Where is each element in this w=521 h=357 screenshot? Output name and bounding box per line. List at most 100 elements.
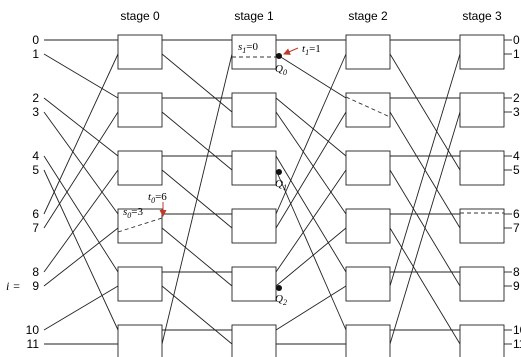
switch-box-s1-b0 (231, 34, 277, 70)
input-wire-2 (43, 97, 119, 157)
switch-box-s3-b5 (459, 324, 505, 357)
input-wire-5 (43, 169, 119, 331)
stage2-wire-7 (389, 227, 461, 345)
input-wire-8 (43, 169, 119, 273)
stage1-wire-4 (275, 155, 347, 273)
left-label-11: 11 (27, 337, 40, 351)
q0-label: Q0 (275, 63, 287, 77)
switch-box-s1-b1 (231, 92, 277, 128)
input-wire-10 (43, 285, 119, 331)
q1-label: Q1 (275, 178, 287, 192)
stage1-wire-2 (275, 97, 347, 157)
left-label-10: 10 (26, 323, 40, 337)
wires (43, 39, 512, 345)
stage1-wire-7 (275, 111, 347, 229)
left-label-2: 2 (32, 91, 39, 105)
left-label-8: 8 (32, 265, 39, 279)
switch-box-s2-b3 (345, 208, 391, 244)
switch-box-s2-b5 (345, 324, 391, 357)
right-label-9: 9 (513, 279, 520, 293)
switch-box-s2-b0 (345, 34, 391, 70)
input-wire-9 (43, 227, 119, 287)
stage0-wire-7 (161, 227, 233, 287)
switch-box-s1-b4 (231, 266, 277, 302)
stage2-wire-11 (389, 111, 461, 345)
switch-box-s2-b4 (345, 266, 391, 302)
stage1-wire-10 (275, 285, 347, 331)
switch-box-s1-b2 (231, 150, 277, 186)
stage-0-label: stage 0 (120, 9, 160, 23)
s0-annotation: s0=3 (123, 206, 143, 220)
right-label-1: 1 (513, 47, 520, 61)
stage1-wire-1 (275, 53, 347, 99)
input-wire-6 (43, 53, 119, 215)
left-label-5: 5 (32, 163, 39, 177)
input-wire-7 (43, 111, 119, 229)
stage0-wire-9 (161, 285, 233, 345)
dashed-link-stage0-box3 (117, 217, 163, 233)
left-label-6: 6 (32, 207, 39, 221)
stage0-wire-1 (161, 53, 233, 113)
left-label-7: 7 (32, 221, 39, 235)
stage1-wire-6 (275, 53, 347, 215)
switch-box-s1-b5 (231, 324, 277, 357)
switch-box-s2-b2 (345, 150, 391, 186)
switch-box-s0-b4 (117, 266, 163, 302)
left-label-9: 9 (32, 279, 39, 293)
stage0-wire-11 (161, 53, 233, 345)
right-label-2: 2 (513, 91, 520, 105)
stage1-wire-3 (275, 111, 347, 215)
i-equals-label: i = (6, 279, 20, 293)
right-label-4: 4 (513, 149, 520, 163)
t1-annotation: t1=1 (302, 43, 321, 57)
switch-box-s3-b3 (459, 208, 505, 244)
right-label-10: 10 (513, 323, 521, 337)
q1-point (276, 169, 282, 175)
switch-box-s3-b0 (459, 34, 505, 70)
switch-box-s2-b1 (345, 92, 391, 128)
switch-box-s3-b4 (459, 266, 505, 302)
q0-point (276, 53, 282, 59)
t0-annotation: t0=6 (148, 191, 167, 205)
stage2-wire-9 (389, 53, 461, 287)
switch-box-s0-b5 (117, 324, 163, 357)
left-labels: 0 1 2 3 4 5 6 7 8 9 10 11 (26, 33, 40, 351)
switch-box-s0-b0 (117, 34, 163, 70)
switch-box-s0-b1 (117, 92, 163, 128)
stage0-wire-3 (161, 111, 233, 171)
left-label-0: 0 (32, 33, 39, 47)
stage-3-label: stage 3 (462, 9, 502, 23)
left-label-1: 1 (32, 47, 39, 61)
q2-point (276, 285, 282, 291)
stage-1-label: stage 1 (234, 9, 274, 23)
stage1-wire-5 (275, 169, 347, 331)
right-label-6: 6 (513, 207, 520, 221)
stage-2-label: stage 2 (348, 9, 388, 23)
switch-box-s3-b1 (459, 92, 505, 128)
right-label-3: 3 (513, 105, 520, 119)
stage1-wire-9 (275, 227, 347, 287)
switch-box-s0-b2 (117, 150, 163, 186)
switch-box-s3-b2 (459, 150, 505, 186)
stage2-wire-1 (389, 53, 461, 171)
left-label-3: 3 (32, 105, 39, 119)
switch-box-s0-b3 (117, 208, 163, 244)
input-wire-4 (43, 155, 119, 273)
dashed-link-stage2-box1 (345, 96, 391, 118)
right-label-5: 5 (513, 163, 520, 177)
right-label-8: 8 (513, 265, 520, 279)
right-label-7: 7 (513, 221, 520, 235)
switch-box-s1-b3 (231, 208, 277, 244)
right-labels: 0 1 2 3 4 5 6 7 8 9 10 11 (513, 33, 521, 351)
left-label-4: 4 (32, 149, 39, 163)
input-wire-3 (43, 111, 119, 215)
switch-boxes (117, 34, 505, 357)
q2-label: Q2 (275, 293, 287, 307)
stage1-wire-8 (275, 169, 347, 273)
s1-annotation: s1=0 (238, 41, 258, 55)
t1-arrow (283, 47, 299, 55)
input-wire-1 (43, 53, 119, 99)
right-label-11: 11 (513, 337, 521, 351)
